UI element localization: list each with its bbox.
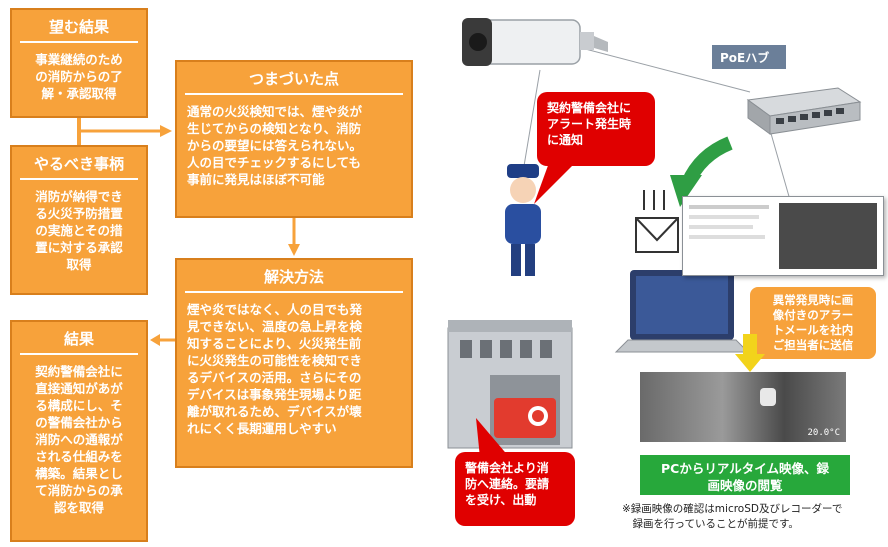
todo-body: 消防が納得でき る火災予防措置 の実施とその措 置に対する承認 取得 <box>35 189 123 272</box>
thermal-image: 20.0°C <box>640 372 846 442</box>
fire-callout-tail <box>476 418 510 458</box>
todo-box: やるべき事柄 消防が納得でき る火災予防措置 の実施とその措 置に対する承認 取… <box>10 145 148 295</box>
solution-body: 煙や炎ではなく、人の目でも発 見できない、温度の急上昇を検 知することにより、火… <box>187 302 363 436</box>
pc-viewing-label: PCからリアルタイム映像、録 画映像の閲覧 <box>640 455 850 495</box>
problem-title: つまづいた点 <box>185 62 403 95</box>
mail-envelope-icon <box>635 190 679 253</box>
goal-title: 望む結果 <box>20 10 138 43</box>
poe-hub-icon <box>746 87 862 135</box>
solution-title: 解決方法 <box>185 260 403 293</box>
goal-box: 望む結果 事業継続のため の消防からの了 解・承認取得 <box>10 8 148 118</box>
fire-station-icon <box>447 320 573 449</box>
security-callout-tail <box>534 160 578 204</box>
yellow-down-arrow-icon <box>735 334 765 372</box>
security-guard-icon <box>505 164 541 276</box>
green-arrow-icon <box>670 136 733 207</box>
camera-icon <box>462 18 608 66</box>
fire-dispatch-callout: 警備会社より消 防へ連絡。要請 を受け、出動 <box>455 452 575 526</box>
security-alert-callout: 契約警備会社に アラート発生時 に通知 <box>537 92 655 166</box>
problem-box: つまづいた点 通常の火災検知では、煙や炎が 生じてからの検知となり、消防 からの… <box>175 60 413 218</box>
result-box: 結果 契約警備会社に 直接通知があが る構成にし、そ の警備会社から 消防への通… <box>10 320 148 542</box>
result-title: 結果 <box>20 322 138 355</box>
result-body: 契約警備会社に 直接通知があが る構成にし、そ の警備会社から 消防への通報が … <box>35 364 123 515</box>
solution-box: 解決方法 煙や炎ではなく、人の目でも発 見できない、温度の急上昇を検 知すること… <box>175 258 413 468</box>
thermal-temp-readout: 20.0°C <box>807 428 840 438</box>
todo-title: やるべき事柄 <box>20 147 138 180</box>
alert-mail-callout: 異常発見時に画 像付きのアラー トメールを社内 ご担当者に送信 <box>750 287 876 359</box>
recording-footnote: ※録画映像の確認はmicroSD及びレコーダーで 録画を行っていることが前提です… <box>622 503 843 530</box>
goal-body: 事業継続のため の消防からの了 解・承認取得 <box>35 52 123 101</box>
problem-body: 通常の火災検知では、煙や炎が 生じてからの検知となり、消防 からの要望には答えら… <box>187 104 363 187</box>
alert-email-screenshot <box>682 196 884 276</box>
poe-hub-label: PoEハブ <box>712 45 786 69</box>
laptop-icon <box>614 270 750 353</box>
